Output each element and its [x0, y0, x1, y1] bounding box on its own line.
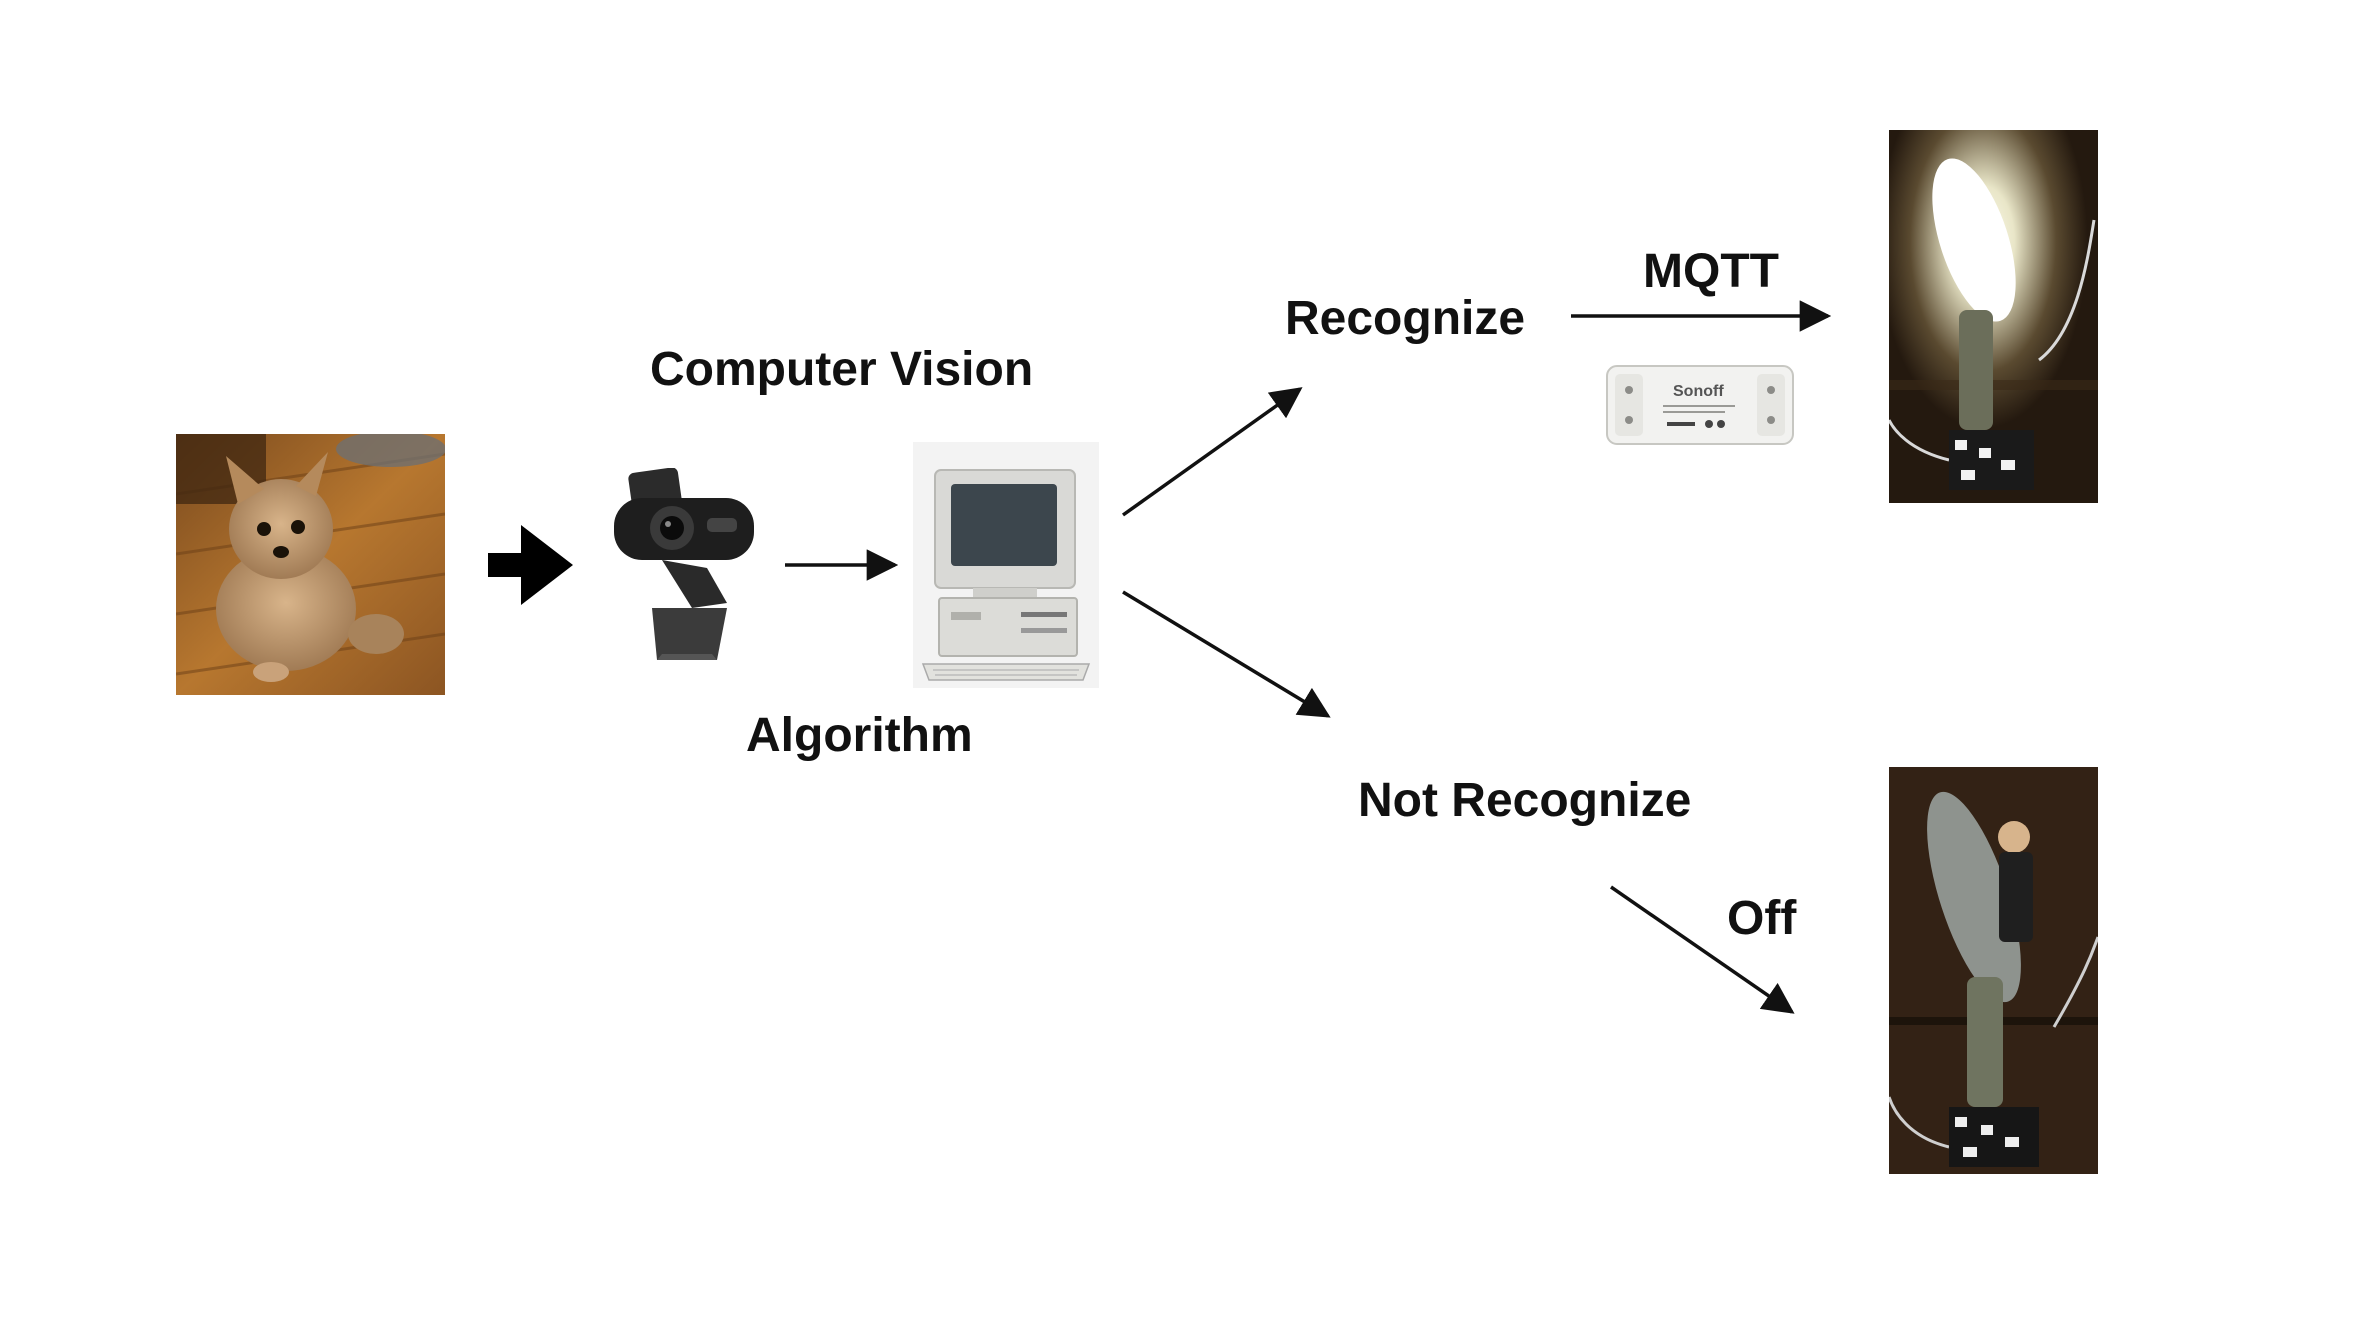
recognize-label: Recognize — [1285, 292, 1526, 345]
mqtt-label: MQTT — [1643, 245, 1779, 298]
lamp-off-photo — [1889, 767, 2098, 1174]
block-arrow — [488, 525, 573, 605]
arrow-off — [1610, 885, 1795, 1014]
lamp-on-photo — [1889, 130, 2098, 503]
arrow-to-not-recognize — [1122, 590, 1331, 718]
sonoff-switch-icon: Sonoff — [1605, 360, 1795, 450]
computer-icon — [913, 442, 1099, 688]
algorithm-label: Algorithm — [746, 709, 973, 762]
webcam-icon — [612, 468, 760, 663]
computer-vision-label: Computer Vision — [650, 343, 1034, 396]
sonoff-brand-text: Sonoff — [1673, 383, 1724, 400]
not-recognize-label: Not Recognize — [1358, 774, 1692, 827]
arrow-to-recognize — [1121, 387, 1303, 517]
off-label: Off — [1727, 892, 1797, 945]
dog-photo — [176, 434, 445, 695]
